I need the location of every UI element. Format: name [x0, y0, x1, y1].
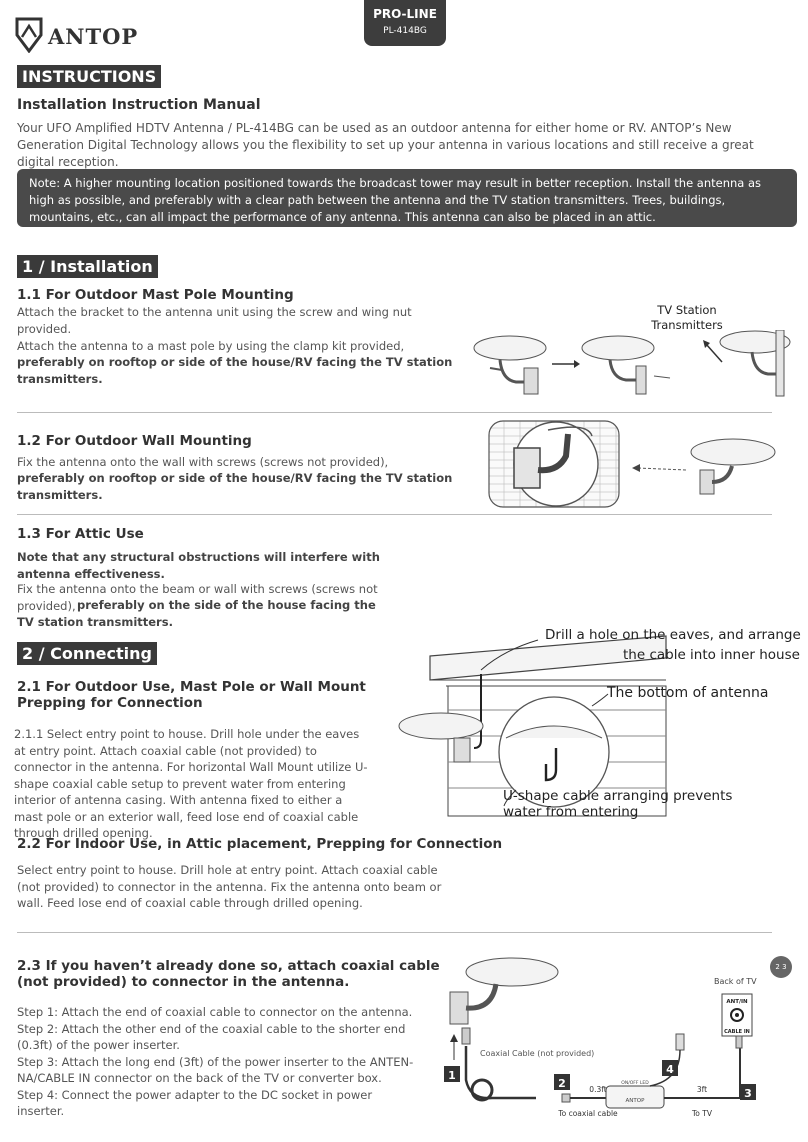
s11-text1: Attach the bracket to the antenna unit u… — [17, 305, 412, 336]
s21-text: 2.1.1 Select entry point to house. Drill… — [14, 727, 368, 840]
diagram-num-1: 1 — [448, 1069, 456, 1082]
intro-text: Your UFO Amplified HDTV Antenna / PL-414… — [17, 121, 754, 169]
s12-text1-bold: preferably on rooftop or side of the hou… — [17, 471, 453, 502]
connecting-tag: 2 / Connecting — [17, 642, 157, 665]
divider-2 — [17, 514, 772, 515]
inserter-switch-labels: ON/OFF LED — [621, 1080, 649, 1086]
eaves-illustration — [398, 635, 667, 817]
steps-list: Step 1: Attach the end of coaxial cable … — [17, 1004, 422, 1120]
mast-mount-illustration — [473, 330, 791, 397]
connection-diagram: 1 2 3 4 Back of TV ANT/IN CABLE IN Coaxi… — [444, 957, 757, 1118]
diagram-num-4: 4 — [666, 1063, 674, 1076]
ant-in-label: ANT/IN — [726, 999, 748, 1005]
s22-title: 2.2 For Indoor Use, in Attic placement, … — [17, 836, 503, 852]
coax-cable-label: Coaxial Cable (not provided) — [480, 1049, 594, 1058]
cable-in-label: CABLE IN — [724, 1029, 750, 1035]
antop-shield-icon — [15, 17, 43, 53]
callout-bottom: The bottom of antenna — [607, 685, 769, 701]
manual-title: Installation Instruction Manual — [17, 97, 261, 113]
s23-title-1: 2.3 If you haven’t already done so, atta… — [17, 958, 440, 974]
s11-text2-bold: preferably on rooftop or side of the hou… — [17, 355, 453, 386]
to-coax-label: To coaxial cable — [557, 1109, 618, 1118]
divider-3 — [17, 932, 772, 933]
s23-title-2: (not provided) to connector in the anten… — [17, 974, 350, 990]
diagram-num-2: 2 — [558, 1077, 566, 1090]
s22-text: Select entry point to house. Drill hole … — [17, 863, 442, 910]
step-4: Step 4: Connect the power adapter to the… — [17, 1087, 373, 1119]
callout-ushape-1: U-shape cable arranging prevents — [503, 788, 733, 804]
diagram-num-3: 3 — [744, 1087, 752, 1100]
note-box: Note: A higher mounting location positio… — [17, 169, 797, 227]
tv-station-label: TV Station Transmitters — [651, 303, 723, 332]
divider-1 — [17, 412, 772, 413]
s12-text1: Fix the antenna onto the wall with screw… — [17, 455, 389, 469]
s11-text2: Attach the antenna to a mast pole by usi… — [17, 339, 405, 353]
callout-drill-2: the cable into inner house — [623, 647, 800, 663]
step-2: Step 2: Attach the other end of the coax… — [17, 1021, 406, 1053]
s21-title-1: 2.1 For Outdoor Use, Mast Pole or Wall M… — [17, 679, 366, 695]
installation-tag: 1 / Installation — [17, 255, 158, 278]
instructions-tag: INSTRUCTIONS — [17, 65, 162, 88]
callout-drill-1: Drill a hole on the eaves, and arrange — [545, 627, 801, 643]
to-tv-label: To TV — [691, 1109, 713, 1118]
inserter-brand: ANTOP — [626, 1098, 646, 1104]
s13-text2: Fix the antenna onto the beam or wall wi… — [17, 582, 378, 613]
s12-title: 1.2 For Outdoor Wall Mounting — [17, 433, 252, 449]
back-of-tv-label: Back of TV — [714, 977, 757, 986]
wall-mount-illustration — [488, 420, 776, 508]
s13-title: 1.3 For Attic Use — [17, 526, 144, 542]
length-short-label: 0.3ft — [589, 1085, 606, 1094]
s13-text2-bold: preferably on the side of the house faci… — [17, 598, 376, 629]
s13-text1-bold: Note that any structural obstructions wi… — [17, 550, 380, 581]
s21-title-2: Prepping for Connection — [17, 695, 203, 711]
length-long-label: 3ft — [697, 1085, 707, 1094]
brand-logo: ANTOP — [48, 24, 139, 49]
model-label: PL-414BG — [383, 26, 427, 36]
series-label: PRO-LINE — [373, 7, 437, 21]
proline-badge: PRO-LINE PL-414BG — [364, 0, 446, 46]
step-3: Step 3: Attach the long end (3ft) of the… — [17, 1054, 414, 1086]
page-badge: 2 3 — [770, 956, 792, 978]
s11-title: 1.1 For Outdoor Mast Pole Mounting — [17, 287, 294, 303]
callout-ushape-2: water from entering — [503, 804, 639, 820]
step-1: Step 1: Attach the end of coaxial cable … — [17, 1005, 413, 1019]
